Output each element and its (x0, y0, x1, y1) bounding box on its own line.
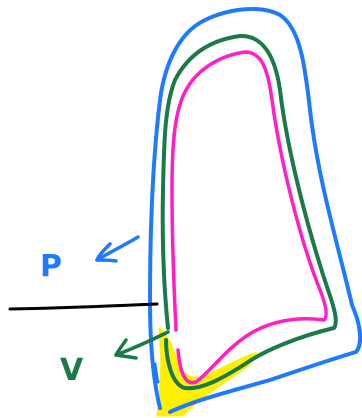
horizontal-divider-line (8, 302, 159, 311)
blue-tick-mark (153, 362, 160, 384)
inner-magenta-outline (170, 50, 328, 385)
label-v: V (60, 353, 84, 388)
middle-green-outline (160, 33, 338, 391)
p-arrow-shaft (95, 235, 140, 262)
outer-blue-outline (148, 7, 362, 414)
p-arrow-head (95, 242, 118, 263)
v-arrow-head (114, 338, 138, 360)
label-p: P (40, 249, 62, 284)
v-arrow-shaft (114, 330, 170, 357)
